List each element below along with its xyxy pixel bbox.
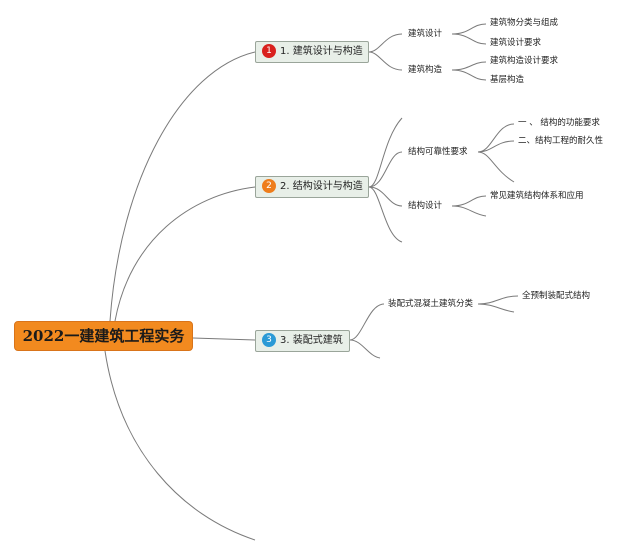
link-sub-3-1-branch-empty [477,303,515,313]
priority-3-badge: 3 [262,333,276,347]
link-topic-2-branch-empty-1 [368,117,403,188]
link-sub-1-1-leaf-2 [451,33,487,45]
link-topic-1-sub-2 [368,51,403,71]
subtopic-structural-reliability[interactable]: 结构可靠性要求 [408,147,468,157]
subtopic-prefab-concrete-classification[interactable]: 装配式混凝土建筑分类 [388,299,474,309]
link-topic-2-sub-1 [368,151,403,188]
link-topic-2-sub-2 [368,186,403,207]
leaf-structural-durability[interactable]: 二、结构工程的耐久性 [518,136,604,146]
leaf-building-design-requirements[interactable]: 建筑设计要求 [490,38,542,48]
leaf-fully-prefabricated-structure[interactable]: 全预制装配式结构 [522,291,591,301]
link-sub-2-1-branch-empty [477,151,515,183]
topic-3[interactable]: 3 3. 装配式建筑 [255,330,350,352]
priority-1-badge: 1 [262,44,276,58]
leaf-base-construction[interactable]: 基层构造 [490,75,525,85]
link-topic-2-branch-empty-2 [368,186,403,243]
link-topic-1-sub-1 [368,33,403,53]
subtopic-structural-design[interactable]: 结构设计 [408,201,443,211]
link-topic-3-branch-empty [349,339,381,359]
topic-3-label: 3. 装配式建筑 [280,335,343,346]
link-root-branch-4 [104,350,256,541]
link-sub-2-2-leaf-1 [451,195,487,207]
leaf-building-classification[interactable]: 建筑物分类与组成 [490,18,559,28]
link-sub-1-1-leaf-1 [451,23,487,35]
link-sub-2-1-leaf-2 [477,140,515,153]
priority-2-badge: 2 [262,179,276,193]
leaf-common-structural-systems[interactable]: 常见建筑结构体系和应用 [490,191,584,201]
link-topic-3-sub-1 [349,303,385,341]
topic-2-label: 2. 结构设计与构造 [280,181,363,192]
link-sub-2-2-branch-empty [451,205,487,217]
link-root-topic-3 [192,337,256,341]
link-sub-1-2-leaf-1 [451,61,487,71]
leaf-structural-function-requirements[interactable]: 一 、 结构的功能要求 [518,118,600,128]
root-topic[interactable]: 2022一建建筑工程实务 [14,321,193,351]
link-sub-3-1-leaf-1 [477,295,519,305]
subtopic-building-design[interactable]: 建筑设计 [408,29,443,39]
link-sub-1-2-leaf-2 [451,69,487,81]
topic-2[interactable]: 2 2. 结构设计与构造 [255,176,369,198]
leaf-construction-design-requirements[interactable]: 建筑构造设计要求 [490,56,559,66]
link-sub-2-1-leaf-1 [477,123,515,153]
subtopic-building-structure[interactable]: 建筑构造 [408,65,443,75]
link-root-topic-1 [109,51,256,322]
link-root-topic-2 [114,186,256,322]
topic-1[interactable]: 1 1. 建筑设计与构造 [255,41,369,63]
topic-1-label: 1. 建筑设计与构造 [280,46,363,57]
